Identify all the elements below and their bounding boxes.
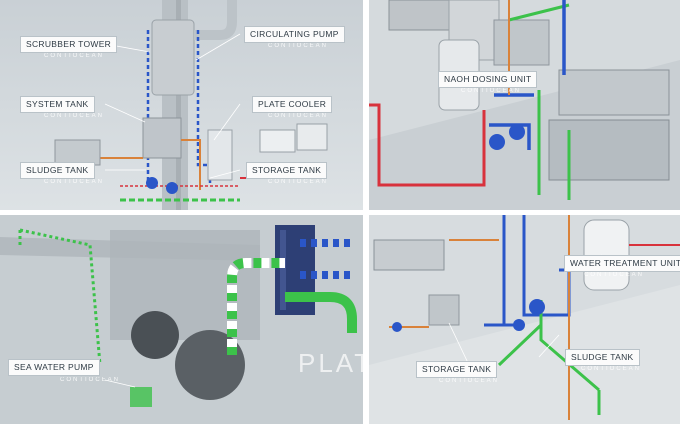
label-storage-tank: STORAGE TANK — [246, 162, 328, 179]
label-naoh-dosing-unit: NAOH DOSING UNIT — [438, 71, 538, 88]
brand-text: CONTIOCEAN — [581, 366, 642, 372]
panel-scrubber-overview: SCRUBBER TOWER CONTIOCEAN CIRCULATING PU… — [0, 0, 363, 210]
brand-text: CONTIOCEAN — [44, 179, 105, 185]
label-system-tank: SYSTEM TANK — [20, 96, 95, 113]
brand-text: CONTIOCEAN — [268, 43, 329, 49]
label-circulating-pump: CIRCULATING PUMP — [244, 26, 345, 43]
label-sea-water-pump: SEA WATER PUMP — [8, 359, 100, 376]
brand-text: CONTIOCEAN — [439, 378, 500, 384]
panel-water-treatment: WATER TREATMENT UNIT CONTIOCEAN STORAGE … — [369, 215, 680, 424]
brand-text: CONTIOCEAN — [44, 53, 105, 59]
sea-water-pump-illustration — [0, 215, 363, 424]
label-scrubber-tower: SCRUBBER TOWER — [20, 36, 118, 53]
brand-text: CONTIOCEAN — [60, 377, 121, 383]
label-storage-tank: STORAGE TANK — [416, 361, 498, 378]
brand-text: CONTIOCEAN — [461, 88, 522, 94]
label-sludge-tank: SLUDGE TANK — [565, 349, 640, 366]
brand-text: CONTIOCEAN — [44, 113, 105, 119]
brand-text: CONTIOCEAN — [584, 272, 645, 278]
naoh-dosing-illustration — [369, 0, 680, 210]
brand-text: CONTIOCEAN — [268, 113, 329, 119]
plate-cooler-watermark: PLATE C — [298, 348, 363, 378]
water-treatment-illustration — [369, 215, 680, 424]
panel-sea-water-pump: PLATE C SEA WATER PUMP CONTIOCEAN — [0, 215, 363, 424]
label-water-treatment-unit: WATER TREATMENT UNIT — [564, 255, 680, 272]
panel-naoh-dosing: NAOH DOSING UNIT CONTIOCEAN — [369, 0, 680, 210]
label-plate-cooler: PLATE COOLER — [252, 96, 333, 113]
brand-text: CONTIOCEAN — [268, 179, 329, 185]
label-sludge-tank: SLUDGE TANK — [20, 162, 95, 179]
